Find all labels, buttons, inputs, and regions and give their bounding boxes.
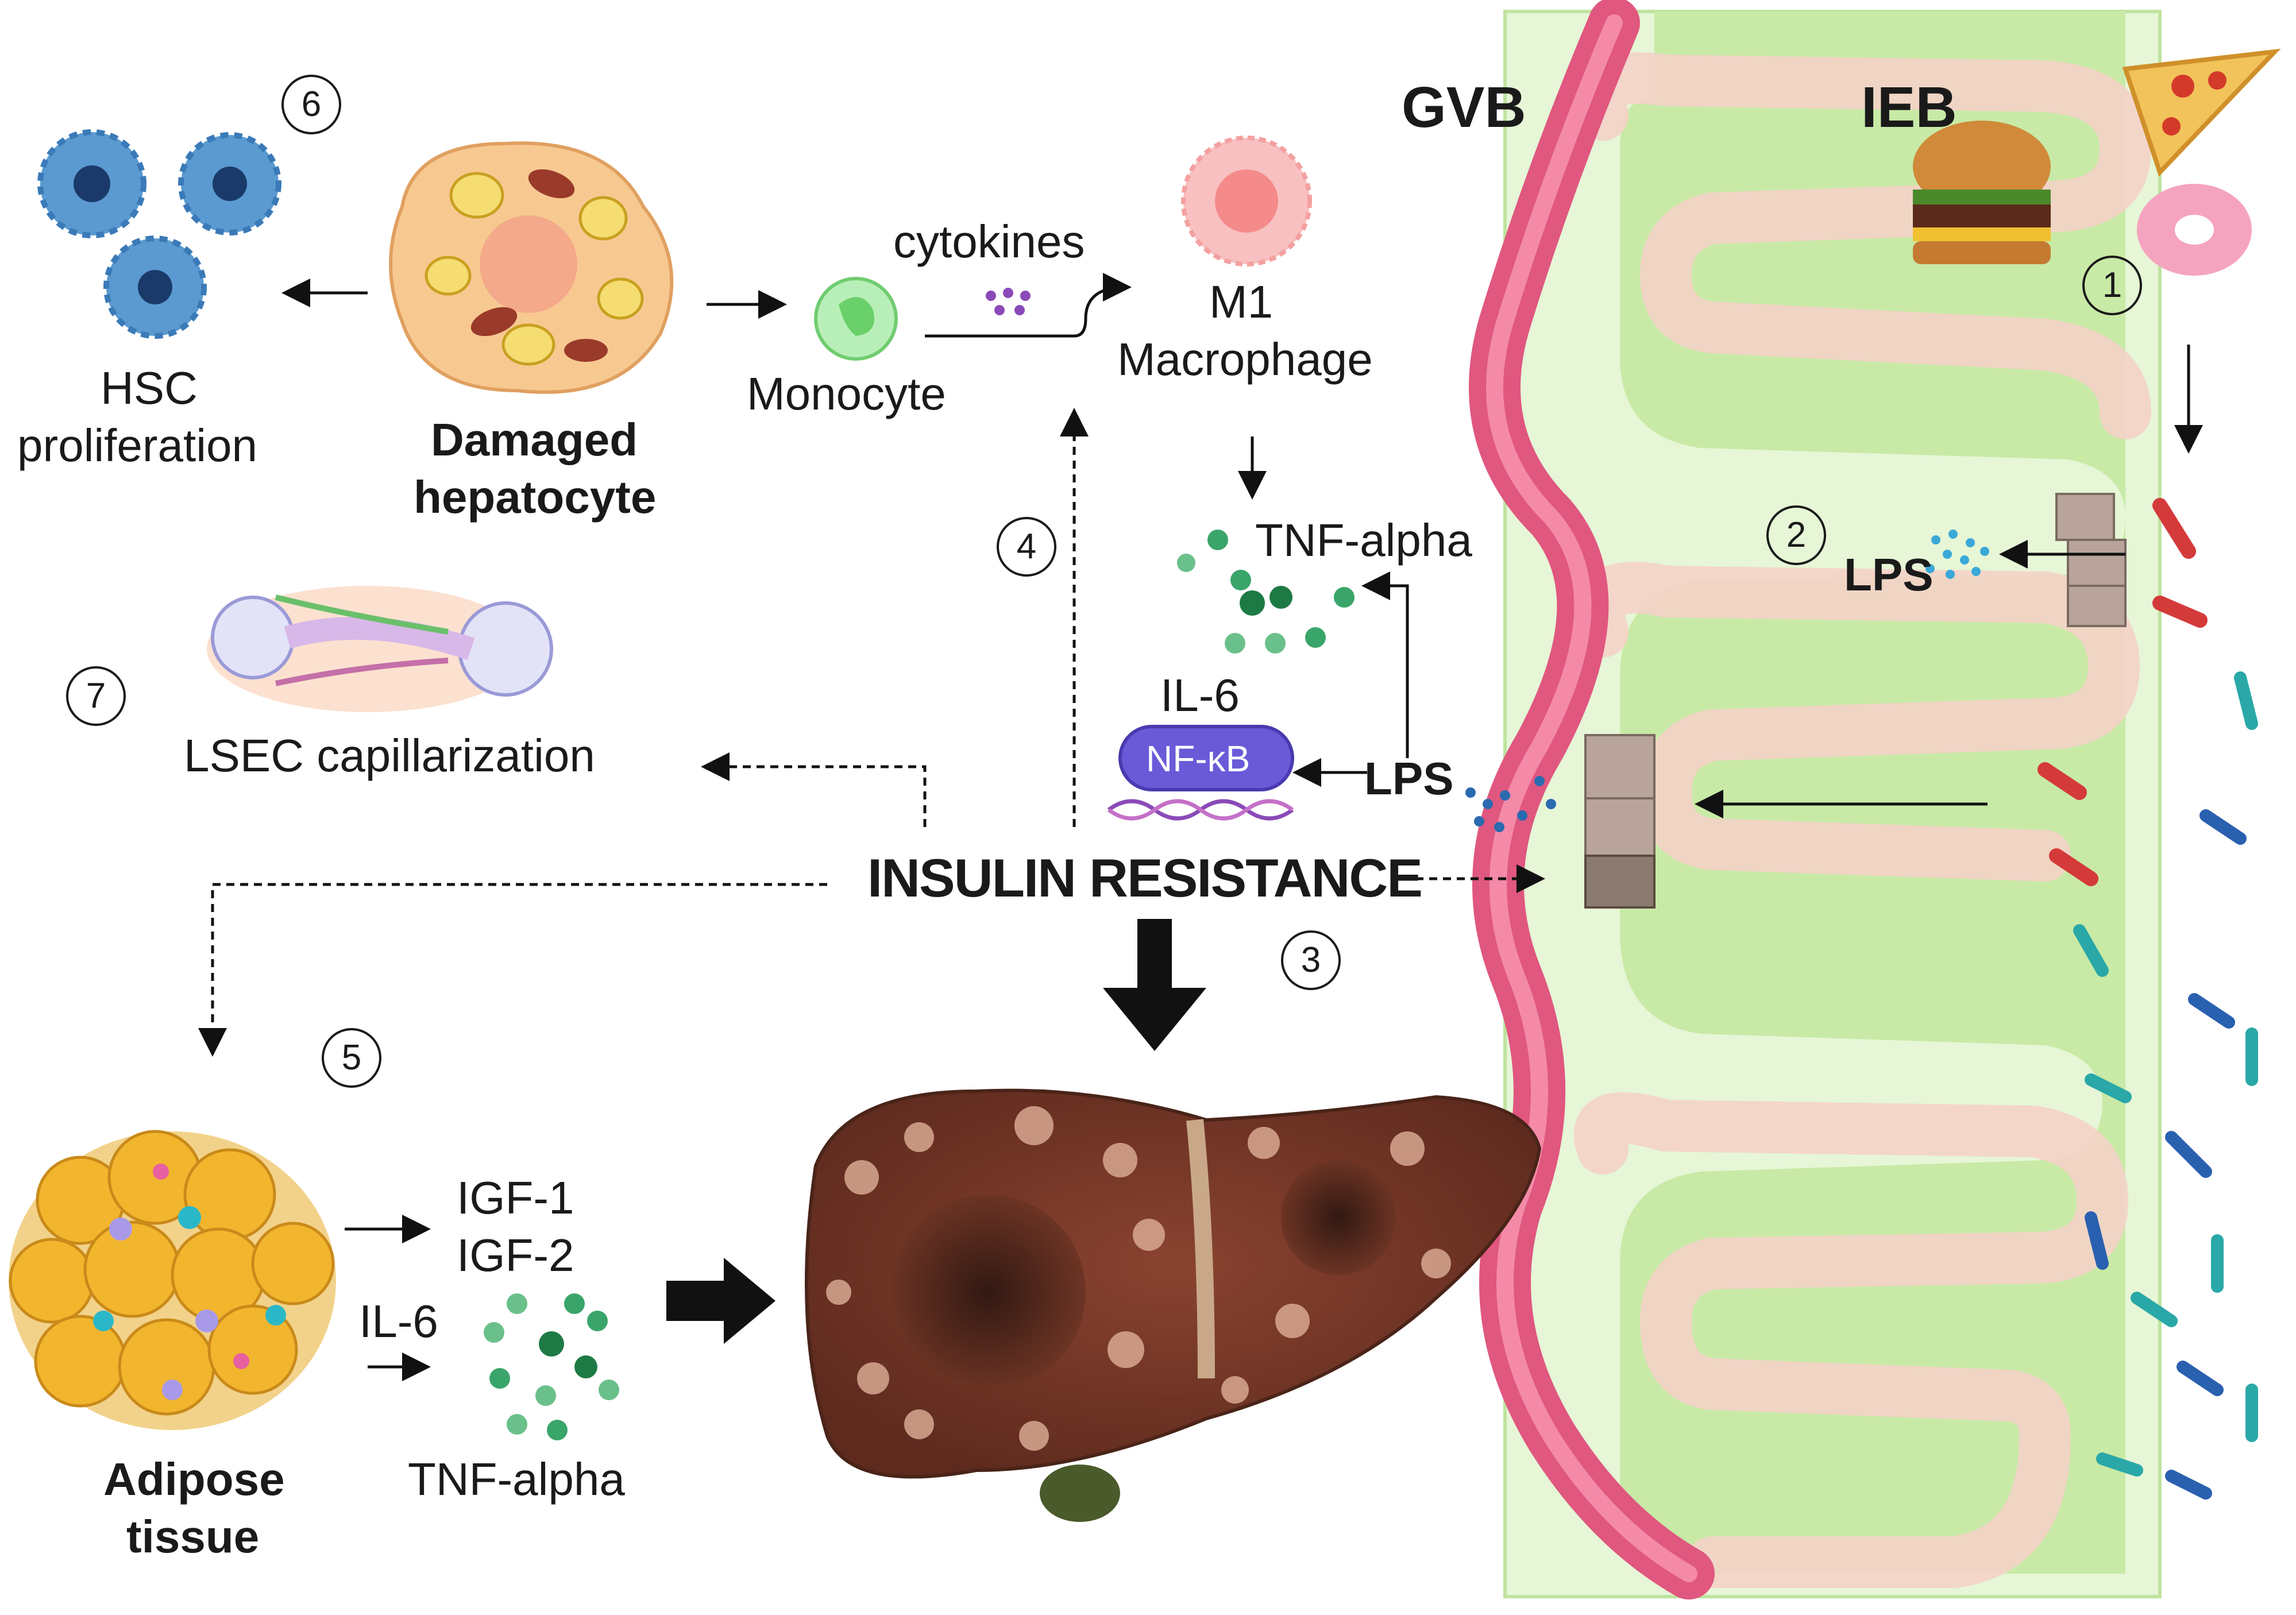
lsec-label: LSEC capillarization [184, 730, 595, 781]
epithelial-cells-2 [1584, 734, 1656, 909]
tnf-dots-top [1177, 530, 1355, 654]
gvb-label: GVB [1402, 75, 1526, 140]
macrophage-icon [1181, 136, 1312, 266]
tnf-alpha-bottom-label: TNF-alpha [408, 1454, 625, 1505]
bacteria-icon [2038, 498, 2258, 1500]
lps-right-label: LPS [1844, 549, 1934, 600]
step-2-badge: 2 [1766, 505, 1826, 565]
il6-top-label: IL-6 [1160, 670, 1240, 721]
thick-arrows [666, 919, 1206, 1344]
adipose-label-line1: Adipose [103, 1454, 285, 1505]
hsc-cell-icon [37, 129, 281, 339]
tnf-dots-bottom [484, 1293, 619, 1440]
step-4-badge: 4 [997, 517, 1056, 577]
liver-icon [805, 1088, 1542, 1522]
hsc-label-line1: HSC [101, 362, 198, 414]
tnf-alpha-top-label: TNF-alpha [1255, 515, 1472, 566]
epithelial-cells-1 [2055, 493, 2127, 627]
dashed-arrows [198, 408, 1545, 1057]
arrows [281, 273, 2203, 1381]
step-1-badge: 1 [2082, 256, 2142, 315]
damaged-hepatocyte-icon [389, 141, 674, 394]
burger-icon [1913, 121, 2051, 264]
monocyte-label: Monocyte [747, 368, 946, 419]
step-7-badge: 7 [66, 666, 126, 726]
il6-bottom-label: IL-6 [359, 1296, 438, 1347]
igf1-label: IGF-1 [457, 1172, 574, 1223]
pizza-icon [2122, 48, 2281, 177]
igf2-label: IGF-2 [457, 1230, 574, 1281]
lps-particles-right [1925, 530, 1989, 579]
lsec-icon [207, 586, 553, 712]
lps-particles-center [1465, 776, 1556, 832]
m1-label-line1: M1 [1209, 276, 1274, 327]
adipose-tissue-icon [9, 1130, 336, 1430]
step-6-badge: 6 [281, 75, 341, 134]
hsc-label-line2: proliferation [17, 420, 258, 471]
damaged-hepatocyte-label-line1: Damaged [431, 414, 638, 465]
damaged-hepatocyte-label-line2: hepatocyte [414, 472, 657, 523]
lps-center-label: LPS [1364, 753, 1454, 804]
cytokines-label: cytokines [893, 216, 1085, 267]
adipose-label-line2: tissue [126, 1511, 260, 1562]
intestine-wall [1503, 10, 2162, 1598]
m1-label-line2: Macrophage [1117, 334, 1373, 385]
monocyte-icon [814, 277, 898, 361]
nfkb-label: NF-κB [1146, 738, 1251, 779]
cytokine-dots [986, 288, 1031, 315]
insulin-resistance-label: INSULIN RESISTANCE [867, 848, 1423, 908]
dna-icon [1107, 799, 1294, 821]
step-5-badge: 5 [322, 1028, 381, 1088]
step-3-badge: 3 [1281, 930, 1341, 990]
donut-icon [2137, 184, 2252, 276]
ieb-label: IEB [1861, 75, 1957, 140]
